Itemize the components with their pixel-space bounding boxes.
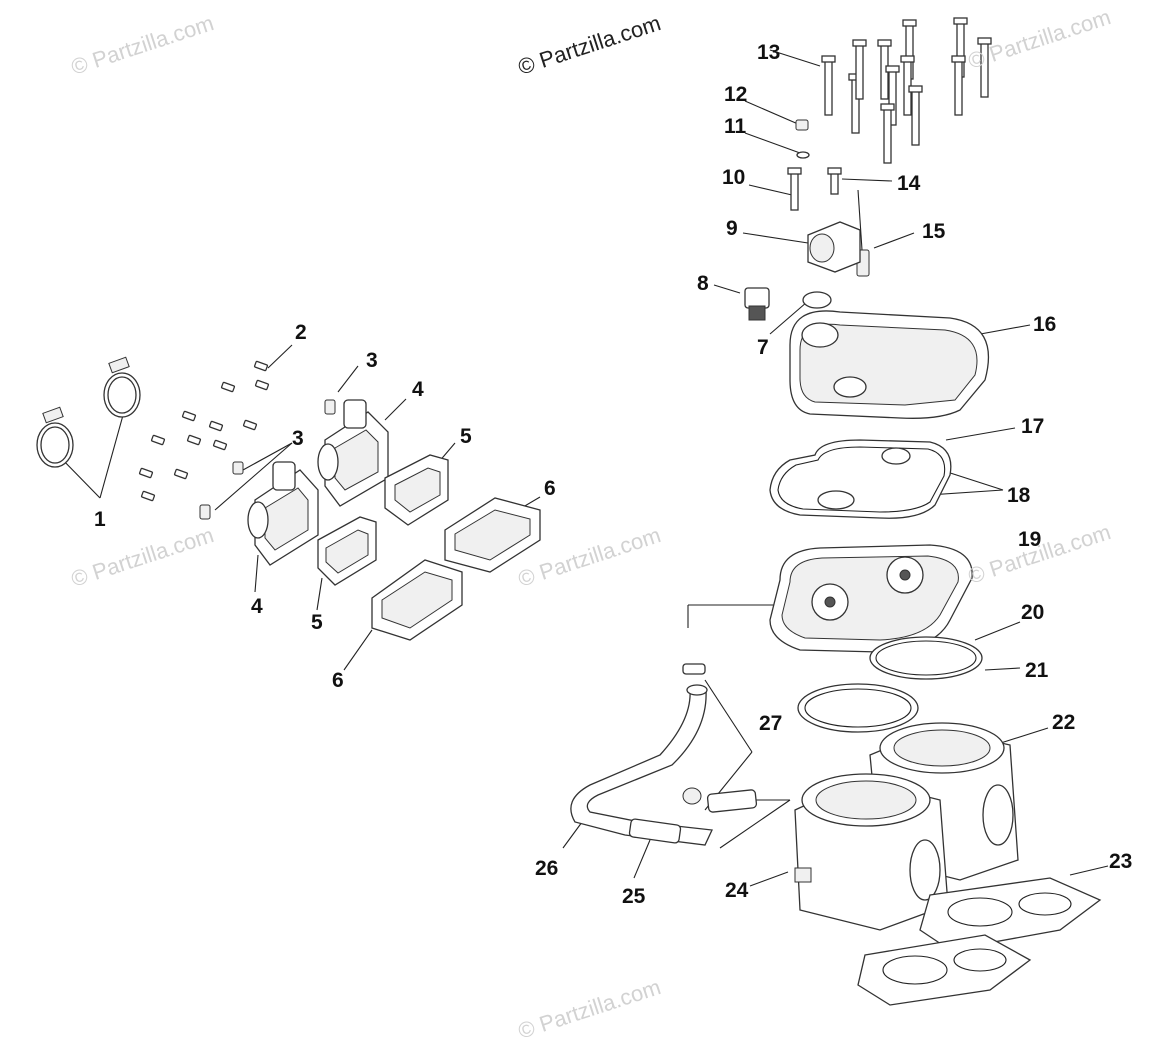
callout-11: 11 bbox=[724, 115, 747, 138]
callout-20: 20 bbox=[1021, 601, 1045, 624]
callout-5-lower: 5 bbox=[311, 611, 323, 634]
exploded-parts-diagram: © Partzilla.com © Partzilla.com © Partzi… bbox=[36, 4, 1133, 1044]
hose-clamp-parts bbox=[36, 356, 141, 468]
head-gasket-parts bbox=[769, 439, 952, 519]
callout-22: 22 bbox=[1052, 711, 1076, 734]
thermostat-parts bbox=[744, 221, 861, 321]
callout-24: 24 bbox=[725, 879, 749, 902]
callout-13: 13 bbox=[757, 41, 781, 64]
callout-12: 12 bbox=[724, 83, 748, 106]
cylinder-gasket-parts bbox=[797, 636, 983, 733]
callout-14: 14 bbox=[897, 172, 921, 195]
callout-7: 7 bbox=[757, 336, 769, 359]
callout-10: 10 bbox=[722, 166, 746, 189]
base-gasket-parts bbox=[857, 877, 1102, 1006]
callout-5-upper: 5 bbox=[460, 425, 472, 448]
callout-18: 18 bbox=[1007, 484, 1031, 507]
stuffer-parts bbox=[317, 454, 449, 586]
callout-25: 25 bbox=[622, 885, 646, 908]
callout-8: 8 bbox=[697, 272, 709, 295]
clip-parts bbox=[199, 399, 336, 520]
callout-21: 21 bbox=[1025, 659, 1049, 682]
callout-9: 9 bbox=[726, 217, 738, 240]
callout-3-lower: 3 bbox=[292, 427, 304, 450]
callout-2: 2 bbox=[295, 321, 307, 344]
head-bolt-parts bbox=[821, 17, 992, 164]
callout-3-upper: 3 bbox=[366, 349, 378, 372]
callout-1: 1 bbox=[94, 508, 106, 531]
callout-4-lower: 4 bbox=[251, 595, 263, 618]
cylinder-head-cover bbox=[789, 310, 990, 419]
callout-19: 19 bbox=[1018, 528, 1042, 551]
callout-26: 26 bbox=[535, 857, 559, 880]
diagram-drawing bbox=[36, 17, 1109, 1006]
callout-16: 16 bbox=[1033, 313, 1057, 336]
cylinder-head bbox=[769, 544, 973, 653]
small-bolt-parts bbox=[138, 360, 270, 502]
callout-17: 17 bbox=[1021, 415, 1045, 438]
cylinder-parts bbox=[794, 722, 1019, 931]
intake-manifold-parts bbox=[247, 399, 389, 566]
callout-4-upper: 4 bbox=[412, 378, 424, 401]
callout-6-lower: 6 bbox=[332, 669, 344, 692]
callout-23: 23 bbox=[1109, 850, 1133, 873]
hose-parts bbox=[570, 663, 758, 846]
callout-15: 15 bbox=[922, 220, 946, 243]
callout-6-upper: 6 bbox=[544, 477, 556, 500]
callout-27: 27 bbox=[759, 712, 783, 735]
reed-valve-parts bbox=[371, 497, 541, 641]
